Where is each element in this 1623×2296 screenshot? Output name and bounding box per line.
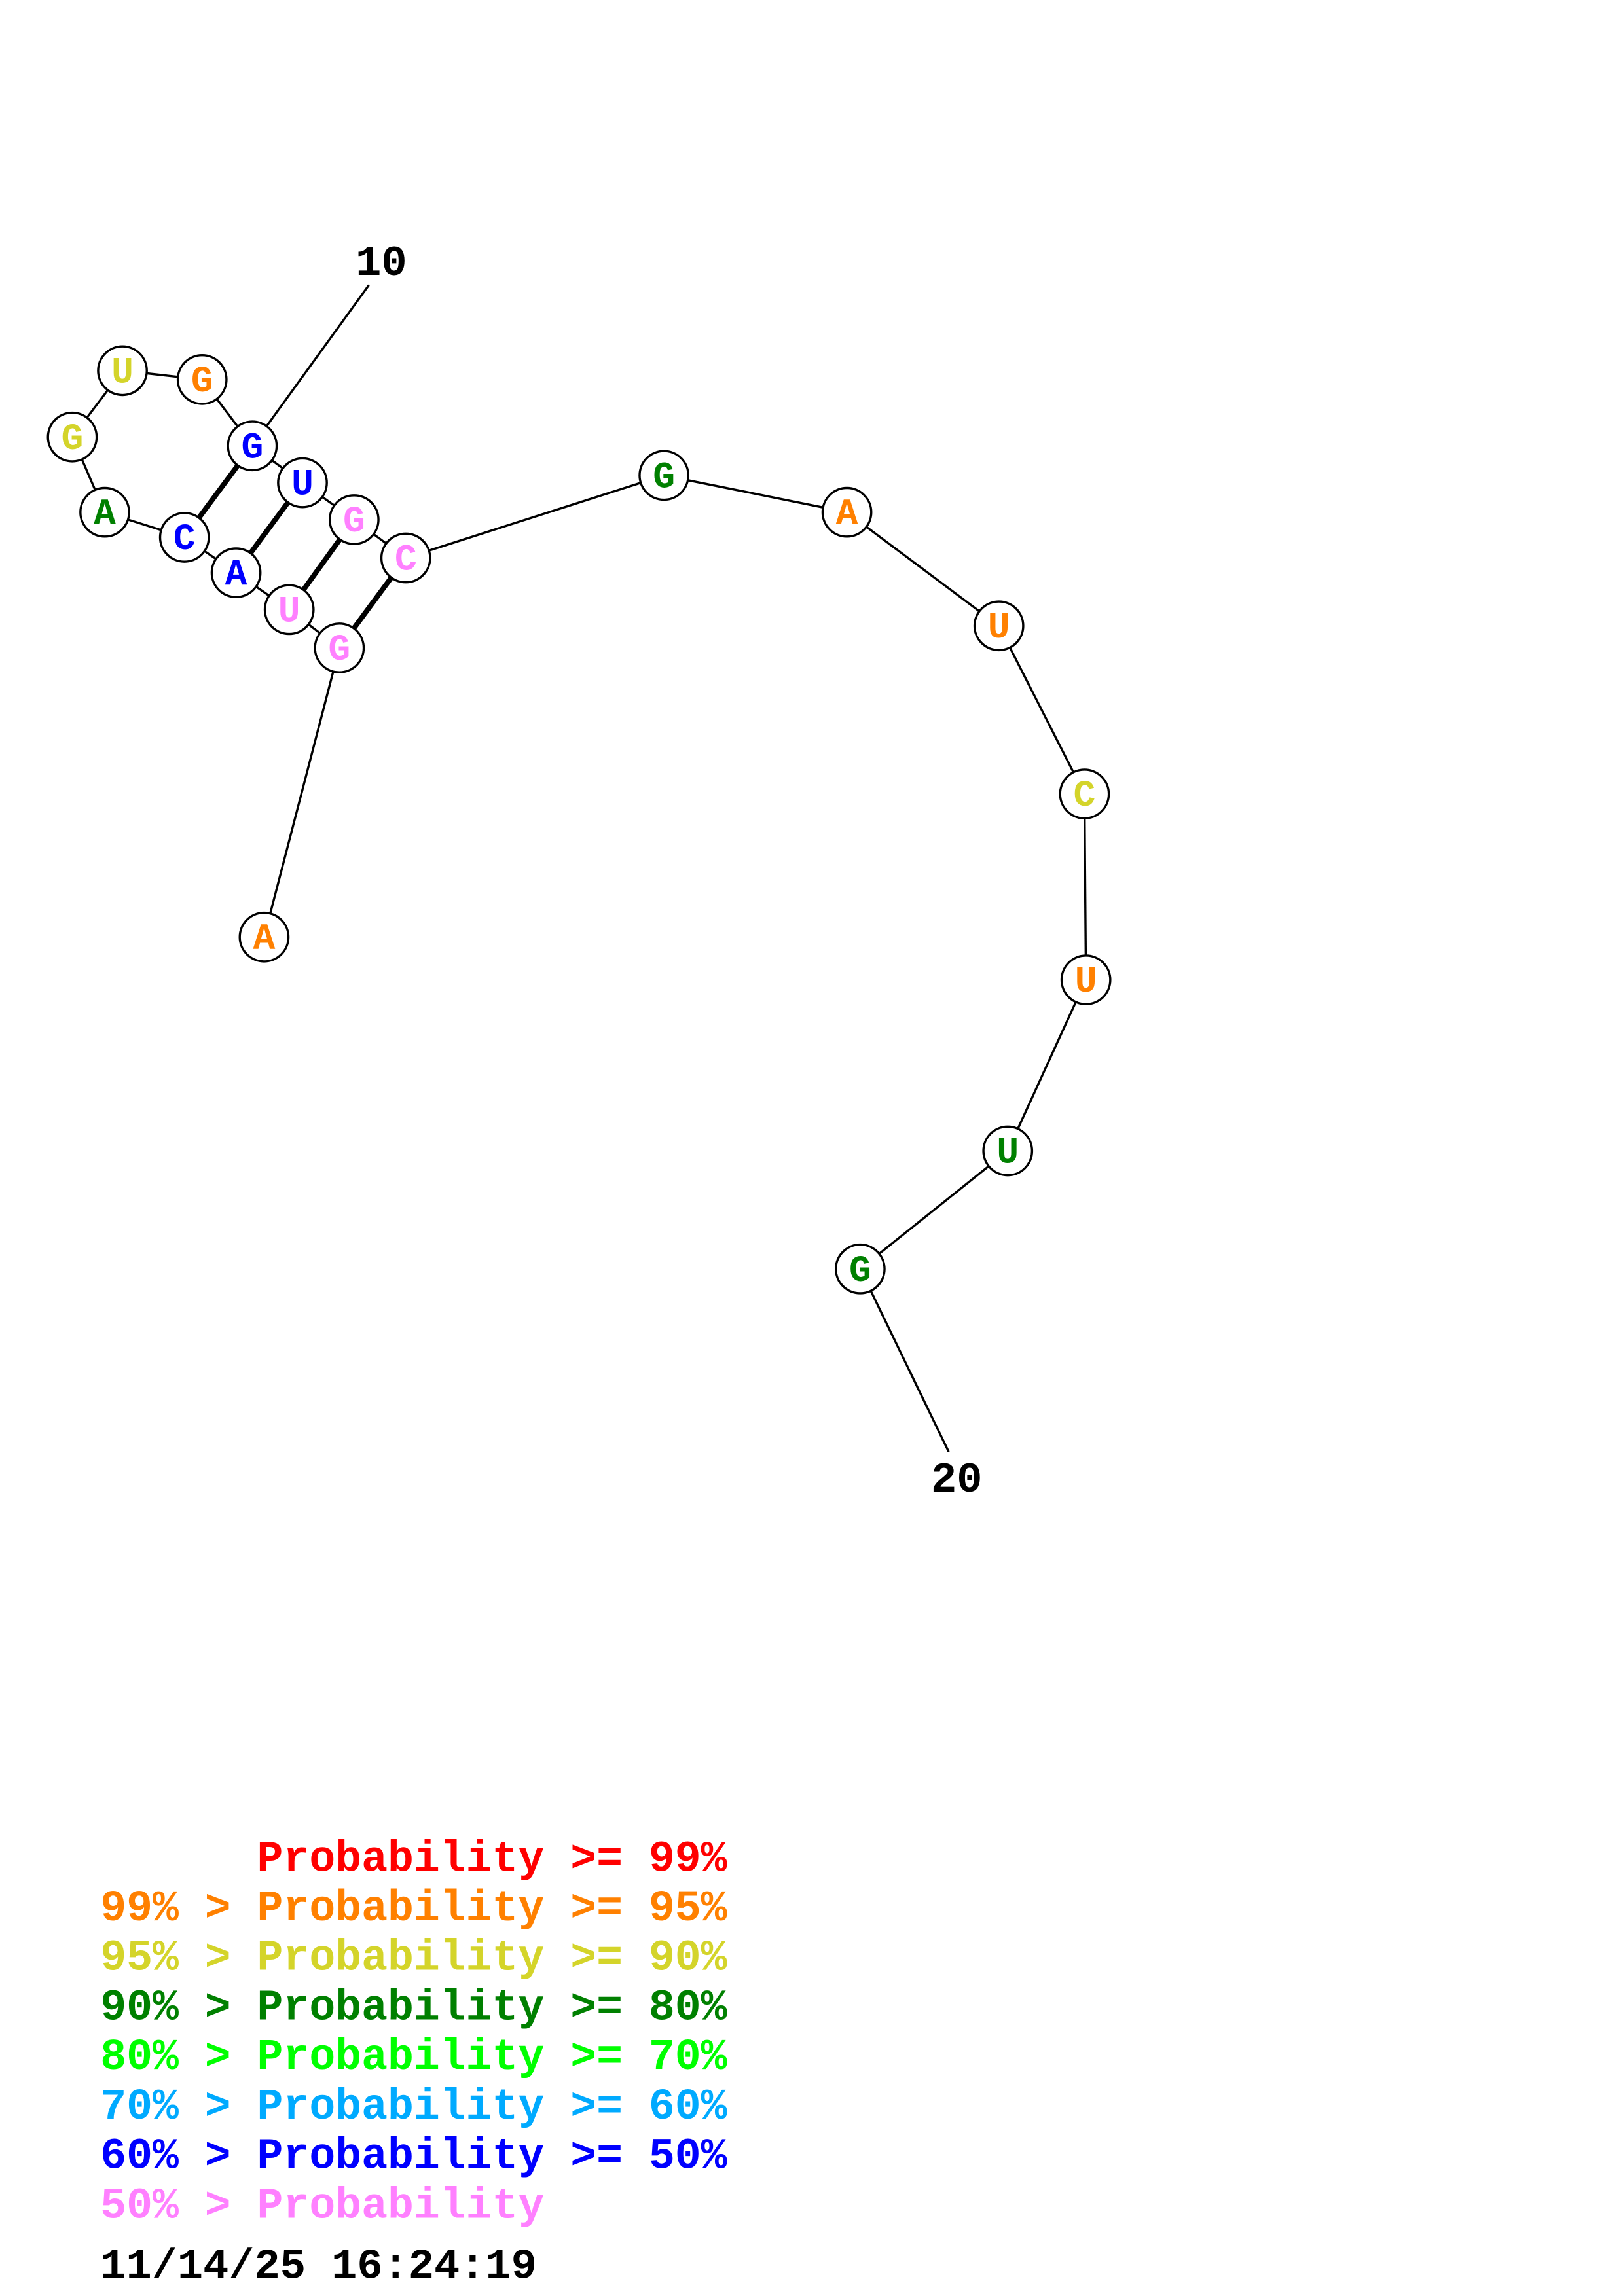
nucleotide-circle	[314, 622, 365, 673]
nucleotide: U	[982, 1125, 1034, 1177]
legend-row: 70% > Probability >= 60%	[100, 2083, 727, 2132]
nucleotide-circle	[238, 911, 290, 963]
backbone-segment	[846, 511, 1000, 627]
nucleotide-circle	[263, 584, 315, 636]
nucleotide-circle	[834, 1243, 886, 1295]
nucleotide-letter: G	[343, 501, 365, 543]
nucleotide-circle	[1059, 768, 1110, 820]
legend-row: 90% > Probability >= 80%	[100, 1983, 727, 2032]
legend-row: 60% > Probability >= 50%	[100, 2132, 727, 2181]
nucleotide-circle	[380, 532, 431, 584]
nucleotide: G	[638, 450, 690, 501]
nucleotide-letter: U	[996, 1132, 1019, 1174]
nucleotide-letter: G	[62, 418, 84, 460]
nucleotide-circle	[176, 353, 228, 405]
nucleotide: G	[46, 411, 98, 463]
nucleotide-letter: A	[94, 493, 116, 535]
nucleotide-circle	[97, 345, 148, 397]
nucleotide-circle	[158, 512, 210, 563]
legend-row: 80% > Probability >= 70%	[100, 2033, 727, 2082]
legend-row: 99% > Probability >= 95%	[100, 1884, 727, 1933]
nucleotide-letter: C	[1074, 775, 1096, 817]
probability-legend: Probability >= 99%99% > Probability >= 9…	[100, 1835, 727, 2231]
backbone-segment	[663, 474, 847, 514]
nucleotide-circle	[1060, 954, 1112, 1005]
nucleotide: U	[277, 457, 328, 509]
nucleotide: U	[1060, 954, 1112, 1005]
nucleotide-circle	[46, 411, 98, 463]
nucleotide-letter: A	[253, 918, 275, 960]
nucleotide: C	[158, 512, 210, 563]
position-label-line	[251, 284, 370, 447]
nucleotide-letter: A	[225, 554, 247, 596]
nucleotide: C	[1059, 768, 1110, 820]
nucleotide: U	[973, 600, 1025, 652]
nucleotide-letter: C	[395, 539, 417, 581]
position-labels: 10 20	[356, 240, 982, 1505]
nucleotide-letter: U	[988, 607, 1010, 649]
nucleotide-letter: U	[111, 351, 134, 393]
nucleotide-letter: G	[653, 456, 675, 498]
nucleotide-circle	[227, 420, 278, 472]
nucleotide-letter: G	[849, 1250, 871, 1292]
nucleotide: A	[238, 911, 290, 963]
nucleotide-letter: C	[173, 518, 196, 560]
nucleotide-circle	[277, 457, 328, 509]
nucleotide-circle	[638, 450, 690, 501]
nucleotide: G	[834, 1243, 886, 1295]
backbone-segment	[1083, 794, 1087, 980]
legend-row: 50% > Probability	[100, 2181, 544, 2231]
nucleotide-circle	[79, 486, 130, 538]
backbone-segment	[1006, 979, 1087, 1152]
nucleotide: G	[328, 494, 380, 545]
legend-row: Probability >= 99%	[100, 1835, 727, 1884]
backbone-segment	[263, 647, 340, 938]
nucleotide-letter: U	[291, 464, 314, 506]
nucleotide-letter: A	[836, 493, 858, 535]
position-label: 10	[356, 240, 407, 288]
nucleotide: G	[314, 622, 365, 673]
nucleotide-letter: G	[241, 427, 263, 469]
backbone-segment	[405, 474, 665, 560]
timestamp: 11/14/25 16:24:19	[100, 2242, 537, 2291]
nucleotide-circle	[328, 494, 380, 545]
nucleotide: U	[97, 345, 148, 397]
position-label: 20	[931, 1456, 982, 1505]
nucleotide: C	[380, 532, 431, 584]
nucleotide-letter: U	[278, 590, 301, 632]
nucleotide-letter: G	[191, 361, 213, 403]
nucleotide-circle	[821, 486, 873, 538]
nucleotide: A	[210, 547, 262, 598]
nucleotide-circle	[973, 600, 1025, 652]
backbone-lines	[71, 284, 1087, 1452]
nucleotide-letter: G	[328, 629, 350, 671]
position-label-line	[859, 1268, 950, 1452]
nucleotide: U	[263, 584, 315, 636]
nucleotide: G	[176, 353, 228, 405]
nucleotide-letter: U	[1075, 961, 1097, 1003]
backbone-segment	[998, 625, 1085, 795]
nucleotide: G	[227, 420, 278, 472]
nucleotide: A	[79, 486, 130, 538]
nucleotide: A	[821, 486, 873, 538]
legend-row: 95% > Probability >= 90%	[100, 1934, 727, 1983]
backbone-segment	[859, 1150, 1009, 1270]
nucleotide-circle	[982, 1125, 1034, 1177]
nucleotide-circle	[210, 547, 262, 598]
